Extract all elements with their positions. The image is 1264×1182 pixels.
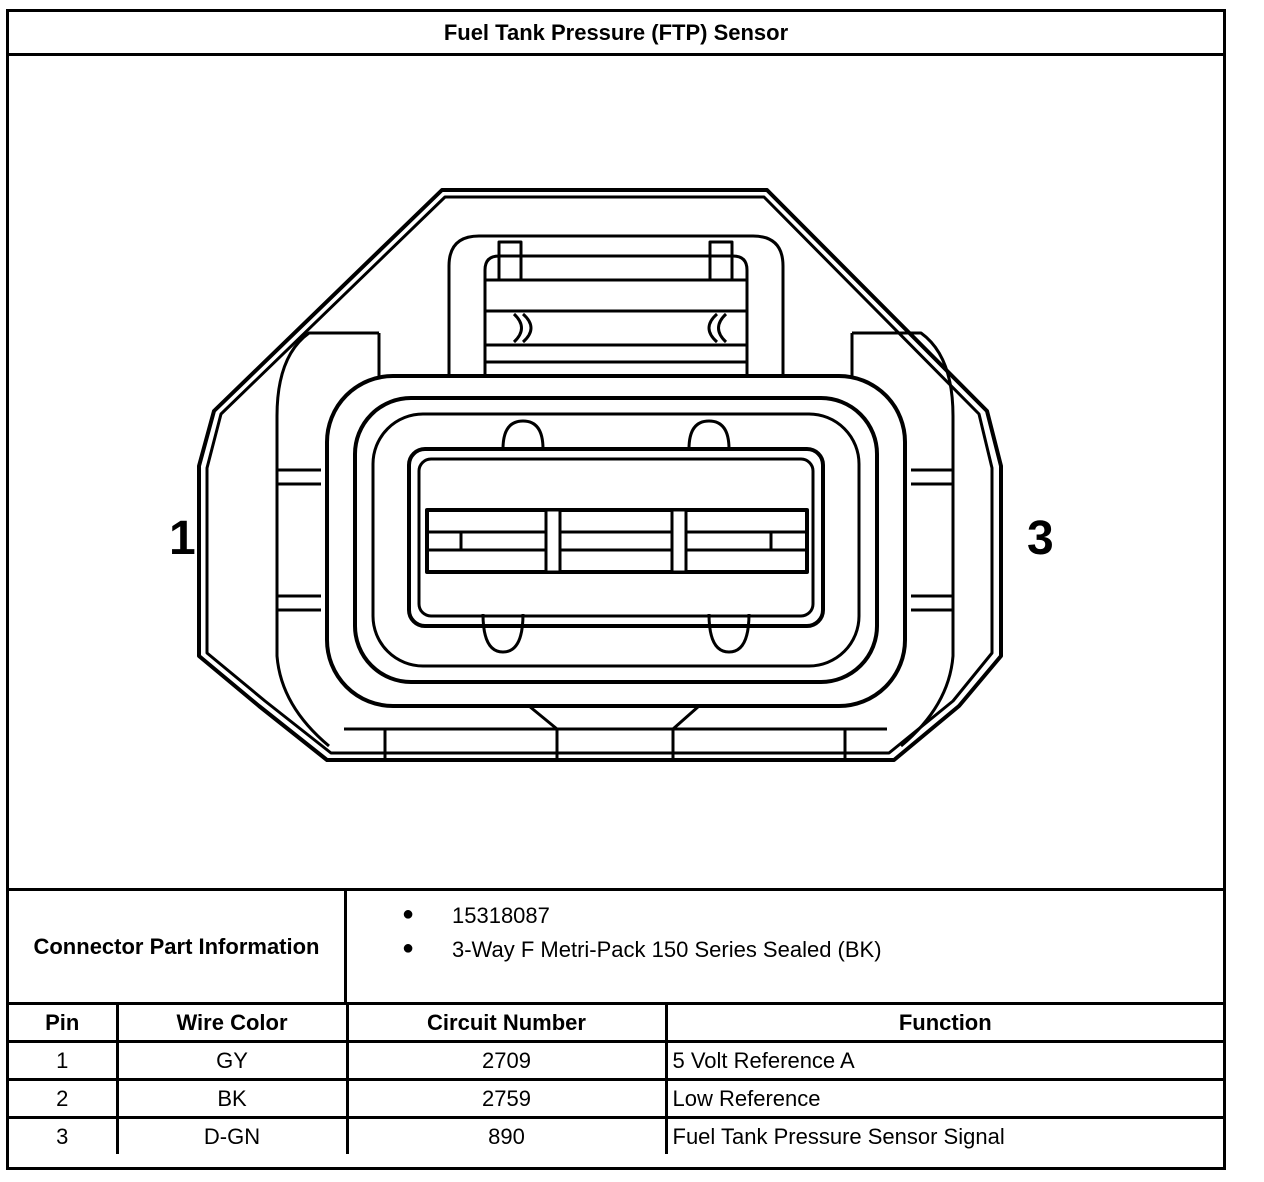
header-pin: Pin	[9, 1005, 119, 1043]
key-bump-bottom-left	[481, 613, 525, 654]
connector-description: 3-Way F Metri-Pack 150 Series Sealed (BK…	[452, 937, 882, 962]
terminal-strip	[425, 508, 809, 574]
housing-outer-inner	[205, 195, 994, 755]
cell-wire-color: D-GN	[115, 1116, 349, 1154]
connector-info-item: ● 3-Way F Metri-Pack 150 Series Sealed (…	[347, 937, 1223, 971]
cell-function: Low Reference	[664, 1078, 1223, 1119]
table-row: 3 D-GN 890 Fuel Tank Pressure Sensor Sig…	[9, 1116, 1223, 1154]
table-row: 1 GY 2709 5 Volt Reference A	[9, 1040, 1223, 1081]
skirt-notch	[528, 704, 700, 731]
header-circuit-number: Circuit Number	[345, 1005, 668, 1043]
cell-function: Fuel Tank Pressure Sensor Signal	[664, 1116, 1223, 1154]
left-wall	[275, 331, 379, 748]
seal-ring-inner	[371, 412, 861, 668]
cell-wire-color: BK	[115, 1078, 349, 1119]
cell-pin: 2	[9, 1078, 119, 1119]
table-row: 2 BK 2759 Low Reference	[9, 1078, 1223, 1119]
page-title: Fuel Tank Pressure (FTP) Sensor	[9, 12, 1223, 56]
latch-hook-left	[512, 312, 533, 344]
connector-frame: Fuel Tank Pressure (FTP) Sensor	[6, 9, 1226, 1170]
latch-tab-left	[497, 240, 523, 282]
seal-ring-middle	[353, 396, 879, 684]
pin-table-header: Pin Wire Color Circuit Number Function	[9, 1005, 1223, 1043]
cell-function: 5 Volt Reference A	[664, 1040, 1223, 1081]
latch-outer	[447, 234, 785, 376]
cell-circuit-number: 890	[345, 1116, 668, 1154]
part-number: 15318087	[452, 903, 550, 928]
connector-info-label: Connector Part Information	[9, 891, 347, 1002]
housing-outer	[197, 188, 1003, 762]
key-bump-bottom-right	[707, 613, 751, 654]
cell-pin: 1	[9, 1040, 119, 1081]
latch-tab-right	[708, 240, 734, 282]
connector-face-drawing	[197, 188, 1003, 762]
cell-pin: 3	[9, 1116, 119, 1154]
pin-3-label: 3	[1027, 512, 1054, 565]
connector-diagram: 1 3	[9, 56, 1223, 888]
right-wall	[852, 331, 955, 748]
cell-wire-color: GY	[115, 1040, 349, 1081]
latch-inner	[483, 254, 749, 376]
terminal-cavity-inner	[417, 457, 815, 618]
terminal-cavity-outer	[407, 447, 825, 628]
bullet-icon: ●	[402, 903, 415, 925]
key-bump-top-left	[501, 419, 545, 450]
key-bump-top-right	[687, 419, 731, 450]
connector-info-item: ● 15318087	[347, 903, 1223, 937]
connector-info-row: Connector Part Information ● 15318087 ● …	[9, 888, 1223, 1005]
bullet-icon: ●	[402, 937, 415, 959]
latch-hook-right	[707, 312, 728, 344]
pin-1-label: 1	[169, 512, 196, 565]
connector-info-list: ● 15318087 ● 3-Way F Metri-Pack 150 Seri…	[347, 891, 1223, 1002]
terminal-divider-2	[670, 508, 688, 574]
terminal-divider-1	[544, 508, 562, 574]
header-wire-color: Wire Color	[115, 1005, 349, 1043]
pin-table: Pin Wire Color Circuit Number Function 1…	[9, 1005, 1223, 1154]
cell-circuit-number: 2709	[345, 1040, 668, 1081]
seal-ring-outer	[325, 374, 907, 708]
header-function: Function	[664, 1005, 1223, 1043]
cell-circuit-number: 2759	[345, 1078, 668, 1119]
